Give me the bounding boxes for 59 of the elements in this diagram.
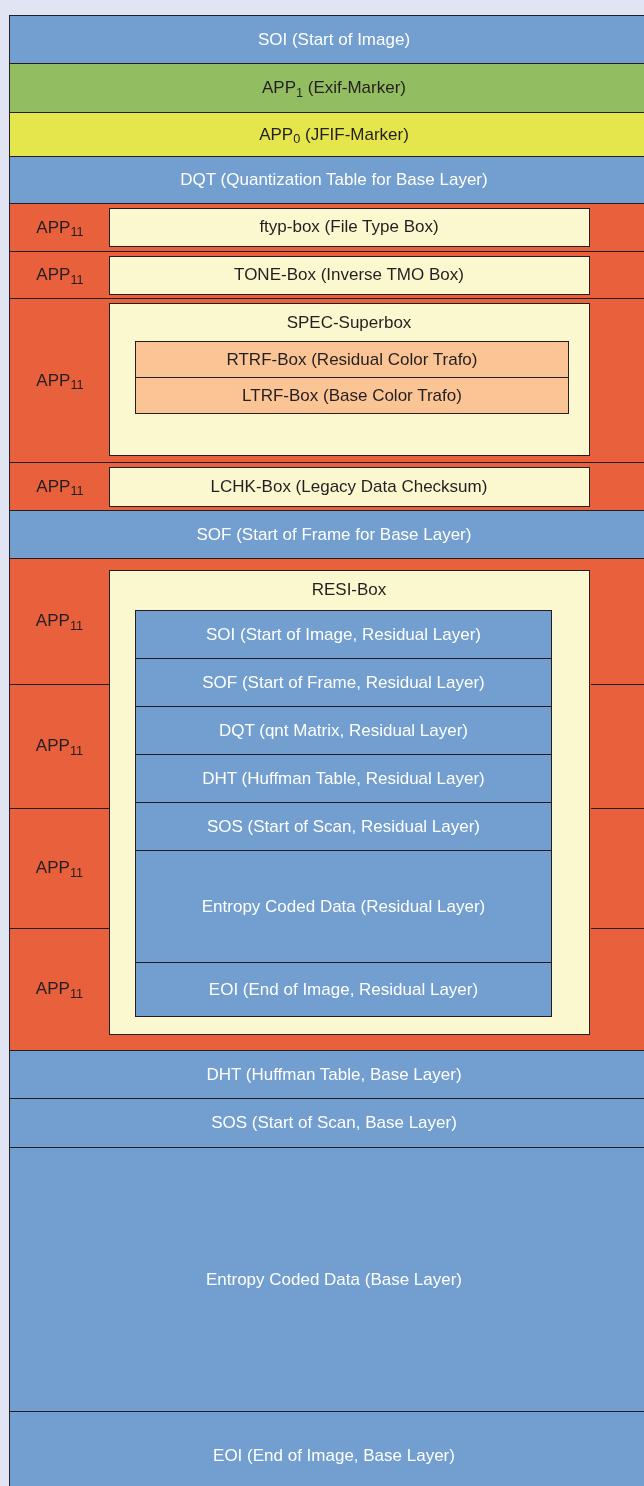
segment-band: [9, 510, 644, 559]
box: [108, 207, 590, 247]
segment-label: RESI-Box: [311, 578, 387, 600]
segment-band: [135, 962, 552, 1017]
box: [108, 255, 590, 295]
segment-label: DHT (Huffman Table, Base Layer): [206, 1063, 462, 1086]
segment-label: LTRF-Box (Base Color Trafo): [242, 384, 462, 407]
segment-band: [9, 298, 644, 463]
segment-label: APP$_{1}$ (Exif-Marker): [261, 77, 407, 99]
segment-label: APP$_{11}$: [36, 475, 84, 498]
segment-label: SOS (Start of Scan, Residual Layer): [206, 815, 481, 838]
segment-label: APP$_{11}$: [35, 610, 84, 632]
segment-band: [9, 112, 644, 157]
segment-label: SOF (Start of Frame, Residual Layer): [202, 671, 485, 694]
segment-band: [9, 251, 644, 299]
segment-label: APP$_{11}$: [36, 264, 84, 286]
box: [135, 377, 569, 414]
segment-label: DQT (Quantization Table for Base Layer): [180, 169, 488, 191]
segment-label: Entropy Coded Data (Base Layer): [205, 1268, 463, 1291]
segment-label: EOI (End of Image, Base Layer): [213, 1445, 455, 1467]
segment-band: [135, 610, 552, 659]
segment-label: APP$_{11}$: [35, 857, 84, 879]
segment-band: [9, 15, 644, 64]
box: [108, 302, 590, 456]
box: [108, 569, 590, 1035]
segment-band: [9, 63, 644, 113]
segment-label: TONE-Box (Inverse TMO Box): [234, 264, 464, 286]
segment-label: Entropy Coded Data (Residual Layer): [201, 895, 486, 918]
box: [135, 341, 569, 378]
segment-band: [9, 1098, 644, 1148]
segment-label: APP$_{0}$ (JFIF-Marker): [259, 123, 409, 146]
segment-band: [135, 802, 552, 851]
segment-label: DHT (Huffman Table, Residual Layer): [202, 767, 485, 790]
segment-band: [9, 156, 644, 204]
segment-band: [135, 658, 552, 707]
segment-band: [135, 850, 552, 963]
segment-label: APP$_{11}$: [35, 735, 84, 757]
segment-label: SPEC-Superbox: [286, 311, 412, 333]
segment-band: [9, 462, 644, 511]
segment-band: [9, 1411, 644, 1486]
segment-label: SOI (Start of Image, Residual Layer): [206, 623, 481, 646]
segment-label: RTRF-Box (Residual Color Trafo): [226, 348, 478, 371]
box: [108, 466, 590, 507]
segment-label: SOI (Start of Image): [257, 28, 411, 51]
segment-band: [9, 558, 644, 1051]
segment-label: APP$_{11}$: [36, 216, 84, 239]
segment-label: SOS (Start of Scan, Base Layer): [211, 1112, 457, 1134]
segment-label: APP$_{11}$: [35, 978, 84, 1000]
segment-label: EOI (End of Image, Residual Layer): [208, 978, 479, 1001]
segment-band: [135, 706, 552, 755]
segment-label: APP$_{11}$: [36, 369, 84, 392]
segment-band: [135, 754, 552, 803]
segment-label: ftyp-box (File Type Box): [259, 216, 439, 238]
segment-band: [9, 1050, 644, 1099]
segment-label: SOF (Start of Frame for Base Layer): [196, 523, 472, 546]
segment-band: [9, 203, 644, 252]
segment-label: DQT (qnt Matrix, Residual Layer): [218, 719, 469, 742]
segment-label: LCHK-Box (Legacy Data Checksum): [210, 475, 488, 498]
segment-band: [9, 1147, 644, 1412]
